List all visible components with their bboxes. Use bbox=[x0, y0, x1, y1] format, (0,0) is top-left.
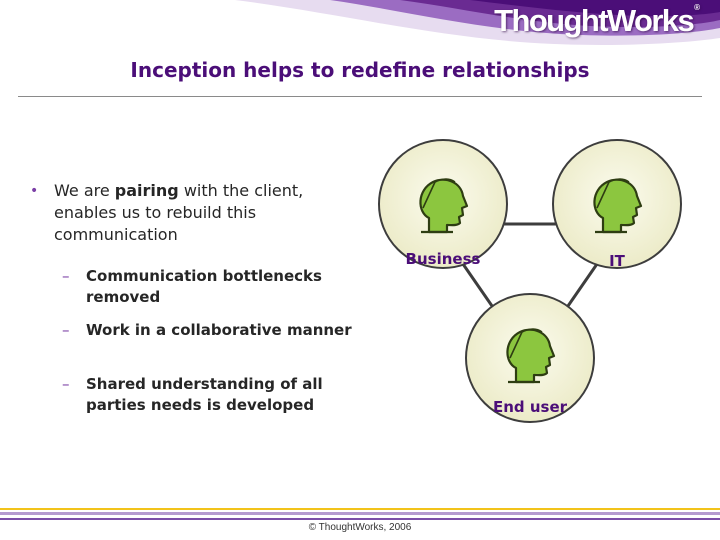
main-bullet-emphasis: pairing bbox=[114, 181, 179, 200]
sub-bullet-1: – Communication bottlenecks removed bbox=[62, 266, 362, 308]
dash-icon: – bbox=[62, 375, 70, 393]
main-bullet-text: We are pairing with the client, enables … bbox=[54, 180, 370, 246]
node-end-user-label: End user bbox=[493, 398, 568, 416]
node-it: IT bbox=[552, 139, 682, 270]
copyright-notice: © ThoughtWorks, 2006 bbox=[308, 522, 412, 533]
sub-bullet-text: Shared understanding of all parties need… bbox=[86, 375, 323, 414]
node-business: Business bbox=[378, 139, 508, 269]
node-it-label: IT bbox=[609, 252, 626, 270]
sub-bullet-3: – Shared understanding of all parties ne… bbox=[62, 374, 362, 416]
thoughtworks-logo: ThoughtWorks® bbox=[494, 3, 700, 39]
dash-icon: – bbox=[62, 267, 70, 285]
sub-bullet-text: Communication bottlenecks removed bbox=[86, 267, 322, 306]
footer-rule-gold bbox=[0, 508, 720, 510]
bullet-dot-icon: • bbox=[30, 183, 39, 199]
sub-bullet-text: Work in a collaborative manner bbox=[86, 321, 352, 339]
main-bullet-before: We are bbox=[54, 181, 115, 200]
node-end-user: End user bbox=[465, 293, 595, 423]
slide-title: Inception helps to redefine relationship… bbox=[130, 58, 590, 82]
logo-wordmark: ThoughtWorks bbox=[494, 3, 695, 38]
dash-icon: – bbox=[62, 321, 70, 339]
header-banner bbox=[235, 0, 720, 45]
main-bullet: • We are pairing with the client, enable… bbox=[30, 180, 370, 246]
relationship-diagram: Business IT End user bbox=[378, 139, 682, 423]
node-business-label: Business bbox=[406, 250, 481, 268]
footer-rule-lavender bbox=[0, 512, 720, 515]
title-divider bbox=[18, 96, 702, 97]
main-bullet-after: with the client, enables us to rebuild t… bbox=[54, 181, 304, 244]
sub-bullet-2: – Work in a collaborative manner bbox=[62, 320, 362, 341]
footer-rule-purple bbox=[0, 518, 720, 520]
logo-registered-mark: ® bbox=[694, 3, 700, 12]
